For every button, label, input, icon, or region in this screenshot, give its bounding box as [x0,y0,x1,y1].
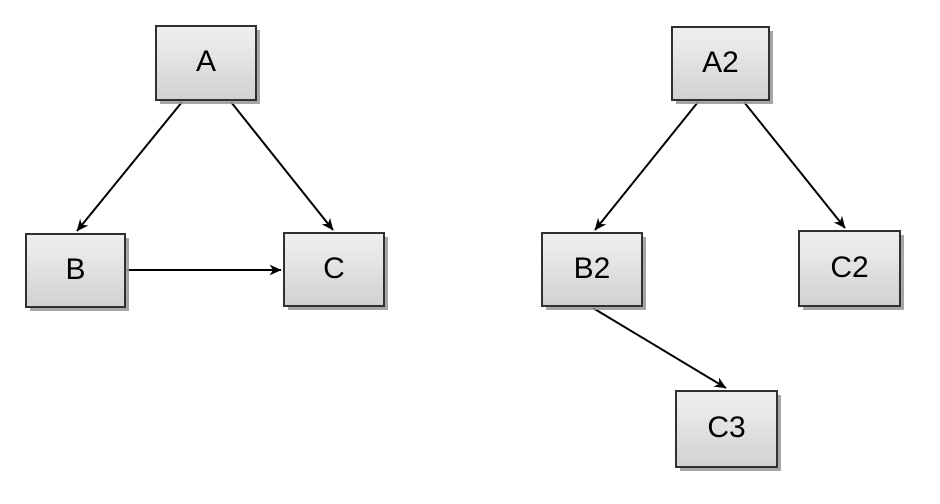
node-b2[interactable]: B2 [541,232,643,307]
edge-a-to-c [230,101,334,231]
node-label-a2: A2 [702,45,739,79]
node-label-c3: C3 [707,411,746,444]
node-b[interactable]: B [25,233,126,308]
node-label-c: C [323,251,345,285]
edge-a-to-b [76,101,183,232]
node-a2[interactable]: A2 [671,26,770,101]
node-label-b2: B2 [573,251,611,285]
edge-a2-to-c2 [743,101,846,229]
node-a[interactable]: A [155,25,257,101]
node-c[interactable]: C [283,232,385,307]
node-label-c2: C2 [830,250,869,284]
node-label-a: A [195,45,216,78]
edge-a2-to-b2 [594,101,699,231]
edge-b2-to-c3 [592,307,727,389]
node-c2[interactable]: C2 [798,230,901,307]
node-label-b: B [65,252,86,286]
node-c3[interactable]: C3 [675,390,778,468]
